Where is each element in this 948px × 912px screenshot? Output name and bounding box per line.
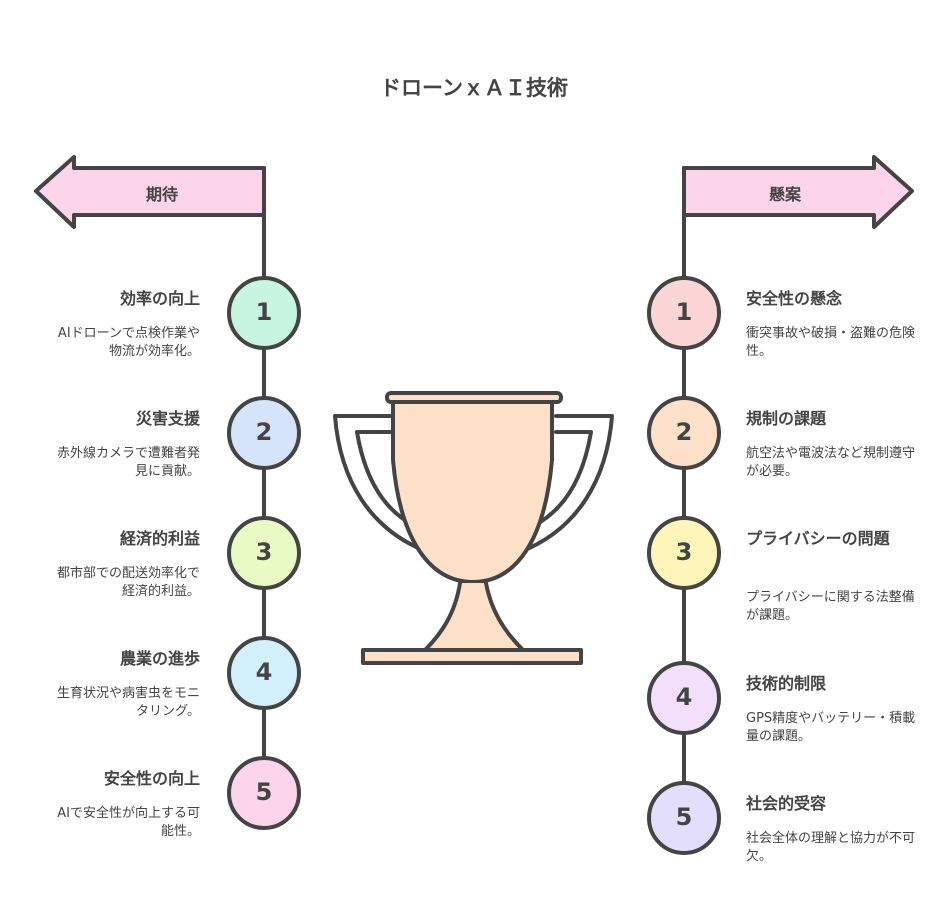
left-step-circle-5 — [227, 756, 301, 830]
step-number: 3 — [255, 538, 273, 566]
left-item-description: 生育状況や病害虫をモニタリング。 — [56, 686, 200, 719]
left-item-description: 赤外線カメラで遭難者発見に貢献。 — [56, 446, 200, 479]
right-item-description: 社会全体の理解と協力が不可欠。 — [746, 831, 916, 864]
step-number: 4 — [255, 658, 273, 686]
right-item-title: 社会的受容 — [746, 794, 827, 813]
left-item-description: AIドローンで点検作業や物流が効率化。 — [57, 326, 200, 359]
left-item-description: AIで安全性が向上する可能性。 — [57, 806, 200, 839]
left-item-title: 経済的利益 — [119, 529, 200, 548]
right-item-title: 安全性の懸念 — [746, 289, 843, 308]
page-title: ドローンｘＡＩ技術 — [380, 76, 568, 100]
right-step-circle-2 — [647, 396, 721, 470]
left-item-title: 効率の向上 — [119, 289, 200, 308]
left-step-circle-2 — [227, 396, 301, 470]
step-number: 4 — [675, 683, 693, 711]
right-item-title: 技術的制限 — [746, 674, 827, 693]
right-arrow — [682, 155, 914, 229]
left-step-circle-1 — [227, 276, 301, 350]
step-number: 2 — [255, 418, 273, 446]
left-step-circle-4 — [227, 636, 301, 710]
step-number: 1 — [675, 298, 693, 326]
step-number: 5 — [255, 778, 273, 806]
step-number: 3 — [675, 538, 693, 566]
right-item-description: プライバシーに関する法整備が課題。 — [746, 590, 915, 623]
right-step-circle-1 — [647, 276, 721, 350]
right-step-circle-4 — [647, 661, 721, 735]
step-number: 1 — [255, 298, 273, 326]
right-item-description: 衝突事故や破損・盗難の危険性。 — [746, 326, 916, 359]
trophy-icon — [333, 391, 614, 665]
right-step-circle-3 — [647, 516, 721, 590]
right-item-title: 規制の課題 — [746, 409, 827, 428]
left-item-title: 災害支援 — [135, 409, 200, 428]
concerns-label: 懸案 — [768, 185, 801, 204]
step-number: 2 — [675, 418, 693, 446]
left-item-title: 農業の進歩 — [119, 649, 200, 668]
step-number: 5 — [675, 803, 693, 831]
right-item-description: 航空法や電波法など規制遵守が必要。 — [746, 446, 916, 479]
right-item-description: GPS精度やバッテリー・積載量の課題。 — [746, 711, 916, 744]
expectations-label: 期待 — [145, 185, 178, 204]
right-step-circle-5 — [647, 781, 721, 855]
left-item-title: 安全性の向上 — [103, 769, 200, 788]
right-item-title: プライバシーの問題 — [746, 529, 890, 548]
left-item-description: 都市部での配送効率化で経済的利益。 — [56, 566, 200, 599]
left-step-circle-3 — [227, 516, 301, 590]
left-arrow — [34, 155, 266, 229]
